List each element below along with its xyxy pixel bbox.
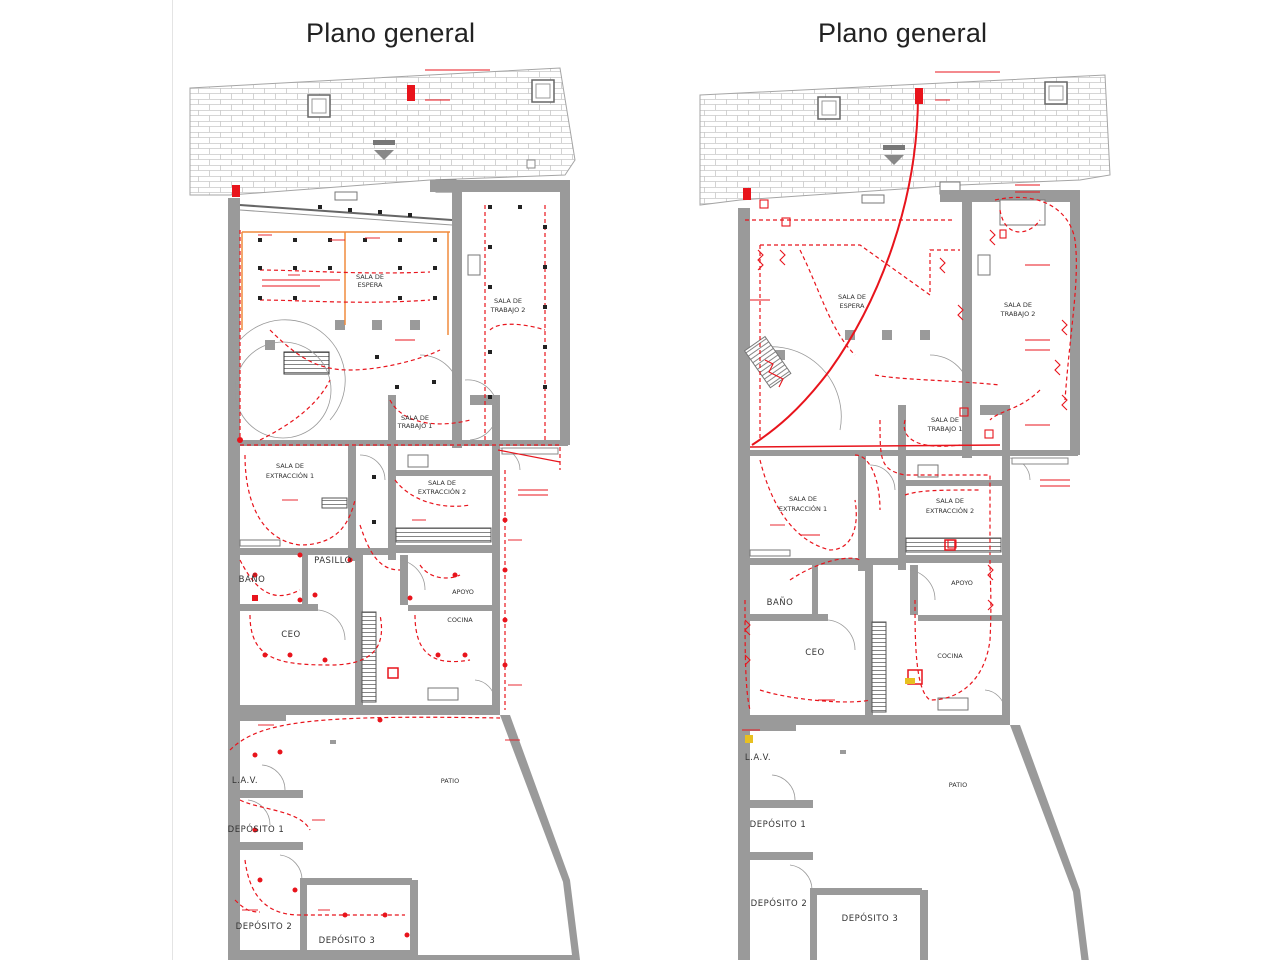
- r-room-sala-espera-l1: SALA DE: [838, 293, 866, 301]
- r-room-sala-extraccion1-l2: EXTRACCIÓN 1: [779, 504, 827, 513]
- room-bano: BAÑO: [239, 574, 266, 585]
- r-room-ceo: CEO: [805, 648, 825, 658]
- room-sala-extraccion2-l1: SALA DE: [428, 479, 456, 487]
- right-room-labels: SALA DE ESPERA SALA DE TRABAJO 2 SALA DE…: [745, 293, 1036, 924]
- r-room-deposito2: DEPÓSITO 2: [751, 897, 808, 909]
- r-room-sala-trabajo1-l1: SALA DE: [931, 416, 959, 424]
- r-room-sala-extraccion2-l1: SALA DE: [936, 497, 964, 505]
- r-room-sala-trabajo1-l2: TRABAJO 1: [927, 425, 963, 433]
- left-room-labels: SALA DE ESPERA SALA DE TRABAJO 2 SALA DE…: [228, 273, 526, 946]
- r-room-cocina: COCINA: [937, 652, 963, 660]
- r-room-sala-espera-l2: ESPERA: [840, 302, 866, 310]
- r-room-apoyo: APOYO: [951, 579, 973, 587]
- room-cocina: COCINA: [447, 616, 473, 624]
- r-room-deposito1: DEPÓSITO 1: [750, 818, 807, 830]
- r-room-lav: L.A.V.: [745, 753, 771, 763]
- room-ceo: CEO: [281, 630, 301, 640]
- room-sala-extraccion2-l2: EXTRACCIÓN 2: [418, 487, 466, 496]
- room-pasillo: PASILLO: [314, 556, 352, 566]
- room-sala-trabajo1-l2: TRABAJO 1: [397, 422, 433, 430]
- room-sala-espera-l2: ESPERA: [358, 281, 384, 289]
- right-sidewalk: [699, 74, 1111, 206]
- room-apoyo: APOYO: [452, 588, 474, 596]
- room-deposito2: DEPÓSITO 2: [236, 920, 293, 932]
- r-room-patio: PATIO: [949, 781, 967, 789]
- room-deposito1: DEPÓSITO 1: [228, 823, 285, 835]
- room-sala-trabajo1-l1: SALA DE: [401, 414, 429, 422]
- left-floor-plan: SALA DE ESPERA SALA DE TRABAJO 2 SALA DE…: [189, 67, 580, 960]
- page-edge-line: [172, 0, 173, 960]
- room-deposito3: DEPÓSITO 3: [319, 934, 376, 946]
- right-panel-title: Plano general: [818, 18, 988, 48]
- right-floor-plan: SALA DE ESPERA SALA DE TRABAJO 2 SALA DE…: [699, 71, 1111, 960]
- r-room-sala-extraccion2-l2: EXTRACCIÓN 2: [926, 506, 974, 515]
- r-room-sala-trabajo2-l2: TRABAJO 2: [1000, 310, 1036, 318]
- room-lav: L.A.V.: [232, 776, 258, 786]
- room-sala-extraccion1-l2: EXTRACCIÓN 1: [266, 471, 314, 480]
- r-room-sala-extraccion1-l1: SALA DE: [789, 495, 817, 503]
- room-sala-espera-l1: SALA DE: [356, 273, 384, 281]
- r-room-deposito3: DEPÓSITO 3: [842, 912, 899, 924]
- r-room-sala-trabajo2-l1: SALA DE: [1004, 301, 1032, 309]
- left-panel-title: Plano general: [306, 18, 476, 48]
- left-sidewalk: [189, 67, 576, 196]
- room-patio: PATIO: [441, 777, 459, 785]
- room-sala-trabajo2-l1: SALA DE: [494, 297, 522, 305]
- room-sala-trabajo2-l2: TRABAJO 2: [490, 306, 526, 314]
- r-room-bano: BAÑO: [767, 597, 794, 608]
- room-sala-extraccion1-l1: SALA DE: [276, 462, 304, 470]
